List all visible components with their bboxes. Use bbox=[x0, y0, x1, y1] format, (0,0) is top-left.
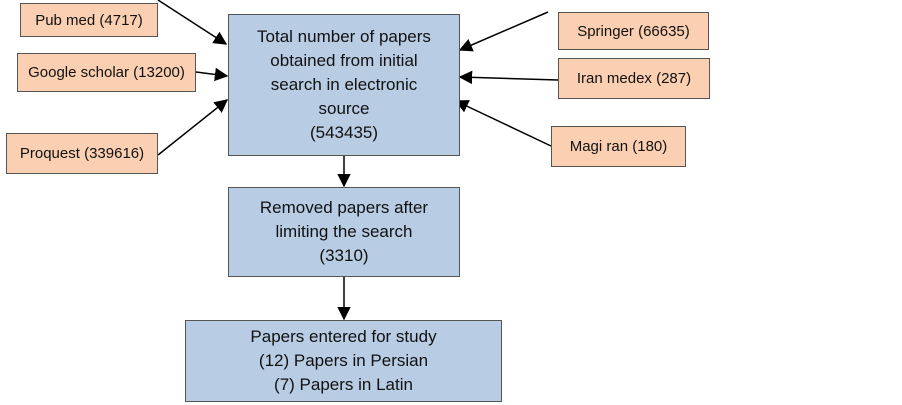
entered-line-1: Papers entered for study bbox=[250, 327, 437, 346]
arrow-google-to-total bbox=[195, 67, 229, 82]
source-springer-label: Springer (66635) bbox=[577, 22, 690, 40]
total-line-2: obtained from initial bbox=[270, 51, 418, 70]
total-line-1: Total number of papers bbox=[257, 27, 431, 46]
entered-papers-box: Papers entered for study (12) Papers in … bbox=[185, 320, 502, 402]
arrow-iranmedex-to-total bbox=[458, 70, 559, 85]
arrow-springer-to-total bbox=[458, 11, 549, 52]
total-papers-box: Total number of papers obtained from ini… bbox=[228, 14, 460, 156]
removed-papers-box: Removed papers after limiting the search… bbox=[228, 187, 460, 277]
entered-latin: (7) Papers in Latin bbox=[274, 375, 413, 394]
entered-persian: (12) Papers in Persian bbox=[258, 351, 429, 370]
source-proquest-label: Proquest (339616) bbox=[19, 145, 145, 162]
source-iran-medex-label: Iran medex (287) bbox=[576, 70, 692, 87]
source-magiran-label: Magi ran (180) bbox=[569, 138, 668, 155]
source-springer-box: Springer (66635) bbox=[558, 12, 709, 50]
source-pubmed-box: Pub med (4717) bbox=[20, 3, 158, 37]
arrow-proquest-to-total bbox=[157, 99, 229, 156]
removed-line-2: limiting the search bbox=[275, 222, 413, 241]
source-magiran-box: Magi ran (180) bbox=[551, 126, 686, 167]
source-proquest-box: Proquest (339616) bbox=[6, 133, 158, 174]
source-pubmed-label: Pub med (4717) bbox=[35, 11, 143, 29]
arrow-magiran-to-total bbox=[454, 100, 552, 147]
removed-line-1: Removed papers after bbox=[259, 198, 429, 217]
arrow-pubmed-to-total bbox=[157, 0, 228, 45]
total-line-3: search in electronic bbox=[270, 75, 418, 94]
removed-count: (3310) bbox=[319, 246, 369, 265]
source-google-scholar-box: Google scholar (13200) bbox=[17, 53, 196, 92]
source-google-scholar-label: Google scholar (13200) bbox=[28, 64, 185, 81]
total-count: (543435) bbox=[309, 123, 379, 142]
total-line-4: source bbox=[318, 99, 370, 118]
source-iran-medex-box: Iran medex (287) bbox=[558, 58, 710, 99]
